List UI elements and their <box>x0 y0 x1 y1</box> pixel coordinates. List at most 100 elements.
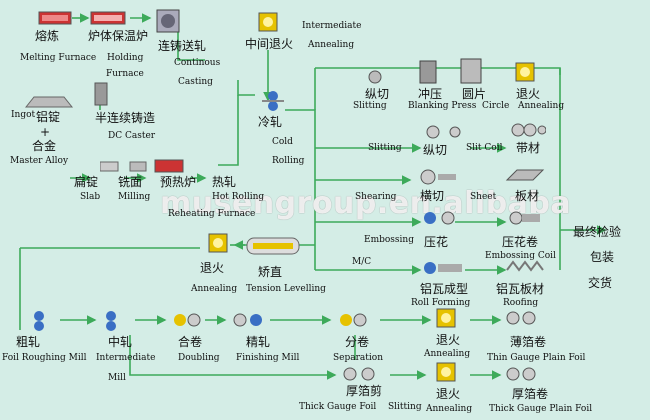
thick-slitting-zh: 厚箔剪 <box>346 384 383 398</box>
hot-line-icons <box>100 159 184 173</box>
slab-zh: 扁锭 <box>74 175 99 189</box>
holding-en1: Holding <box>107 53 144 63</box>
annealing-b2-zh: 退火 <box>436 387 461 401</box>
sheet-zh: 板材 <box>515 189 540 203</box>
finishing-zh: 精轧 <box>246 335 271 349</box>
hot-rolling-zh: 热轧 <box>212 175 237 189</box>
separation-en: Separation <box>333 353 383 363</box>
annealing-b1-zh: 退火 <box>436 333 461 347</box>
blanking-press-icon <box>419 60 437 84</box>
slitting2-zh: 纵切 <box>423 143 448 157</box>
casting-en1: Continous <box>174 58 221 68</box>
slab-en: Slab <box>80 192 101 202</box>
annealing-icon-foil-1 <box>436 308 456 328</box>
embossing-en: Embossing <box>364 235 414 245</box>
circle-en: Circle <box>482 101 510 111</box>
slit-coil-en: Slit Coil <box>466 143 503 153</box>
embossing-coil-en: Embossing Coil <box>485 251 556 261</box>
ingot-zh2: 合金 <box>32 139 57 153</box>
casting-en2: Casting <box>178 77 213 87</box>
embossing-coil-icon <box>509 211 540 225</box>
milling-en: Milling <box>118 192 151 202</box>
preheat-zh: 预热炉 <box>160 175 197 189</box>
intermediate-mill-en2: Mill <box>108 373 126 383</box>
intermediate-mill-en1: Intermediate <box>96 353 156 363</box>
shearing-icon <box>420 169 456 185</box>
annealing-icon-mid <box>208 233 228 253</box>
final-packing: 包装 <box>590 250 615 264</box>
shearing-en: Shearing <box>355 192 397 202</box>
annealing-icon-foil-2 <box>436 362 456 382</box>
embossing-mc: M/C <box>352 257 372 267</box>
intermediate-annealing-en2: Annealing <box>308 40 355 50</box>
tension-zh: 矫直 <box>258 265 283 279</box>
foil-roughing-mill-icon <box>34 311 44 331</box>
annealing-icon-slitting-row <box>515 62 535 82</box>
annealing-b2-en: Annealing <box>426 404 473 414</box>
watermark: musengroup.en.alibaba <box>160 186 572 221</box>
holding-en2: Furnace <box>106 69 144 79</box>
embossing-machine-icon <box>424 211 455 225</box>
milling-zh: 铣面 <box>118 175 143 189</box>
annealing-b1-en: Annealing <box>424 349 471 359</box>
annealing-top-en: Annealing <box>518 101 565 111</box>
tension-leveller-icon <box>246 237 300 255</box>
shearing-zh: 横切 <box>420 189 445 203</box>
doubling-en: Doubling <box>178 353 220 363</box>
hot-rolling-en: Hot Rolling <box>212 192 265 202</box>
blanking-en: Blanking Press <box>408 101 477 111</box>
roofing-icon <box>506 260 544 272</box>
cold-rolling-en2: Rolling <box>272 156 305 166</box>
holding-zh: 炉体保温炉 <box>88 29 149 43</box>
finishing-mill-icon <box>233 313 262 327</box>
slitting2-en: Slitting <box>368 143 402 153</box>
circle-icon <box>460 58 482 84</box>
annealing-mid-en: Annealing <box>191 284 238 294</box>
link-hot-cold <box>218 95 239 166</box>
slit-coil-icon <box>511 123 546 137</box>
roofing-en: Roofing <box>503 298 539 308</box>
caster-icon <box>156 9 180 33</box>
ingot-plus: + <box>40 125 51 139</box>
slitting-machine-icon <box>426 125 461 139</box>
annealing-icon-top <box>258 12 278 32</box>
doubling-icon <box>174 313 201 327</box>
ingot-en2: Master Alloy <box>10 156 69 166</box>
separation-icon <box>340 313 367 327</box>
annealing-mid-zh: 退火 <box>200 261 225 275</box>
intermediate-annealing-en1: Intermediate <box>302 21 362 31</box>
annealing-top-zh: 退火 <box>516 87 541 101</box>
thick-slitting-icon <box>343 367 375 381</box>
roll-forming-icon <box>424 262 462 274</box>
ingot-en: Ingot <box>11 110 36 120</box>
sheet-en: Sheet <box>470 192 497 202</box>
cold-rolling-en1: Cold <box>272 137 293 147</box>
final-inspection: 最终检验 <box>573 225 622 239</box>
embossing-coil-zh: 压花卷 <box>502 235 539 249</box>
thin-foil-zh: 薄箔卷 <box>510 335 547 349</box>
ingot-zh: 铝锭 <box>36 110 61 124</box>
melting-en: Melting Furnace <box>20 53 97 63</box>
dc-caster-zh: 半连续铸造 <box>95 111 156 125</box>
slitting1-en: Slitting <box>353 101 387 111</box>
link-casting <box>177 28 205 61</box>
doubling-zh: 合卷 <box>178 335 203 349</box>
thick-foil-en: Thick Gauge Plain Foil <box>489 404 593 414</box>
separation-zh: 分卷 <box>345 335 370 349</box>
intermediate-mill-icon <box>106 311 116 331</box>
slit-coil-zh: 带材 <box>516 141 541 155</box>
ingot-icon <box>24 96 74 108</box>
thin-foil-en: Thin Gauge Plain Foil <box>487 353 586 363</box>
preheat-en: Reheating Furnace <box>168 209 256 219</box>
roll-forming-en: Roll Forming <box>411 298 471 308</box>
slitting1-zh: 纵切 <box>365 87 390 101</box>
roll-forming-zh: 铝瓦成型 <box>420 282 469 296</box>
dc-caster-icon <box>94 82 108 106</box>
slitting-icon-1 <box>368 70 382 84</box>
thin-foil-coil-icon <box>506 311 536 325</box>
holding-furnace-icon <box>90 11 126 25</box>
finishing-en: Finishing Mill <box>236 353 300 363</box>
casting-zh: 连铸送轧 <box>158 39 207 53</box>
arrow-thick-branch <box>129 335 337 380</box>
